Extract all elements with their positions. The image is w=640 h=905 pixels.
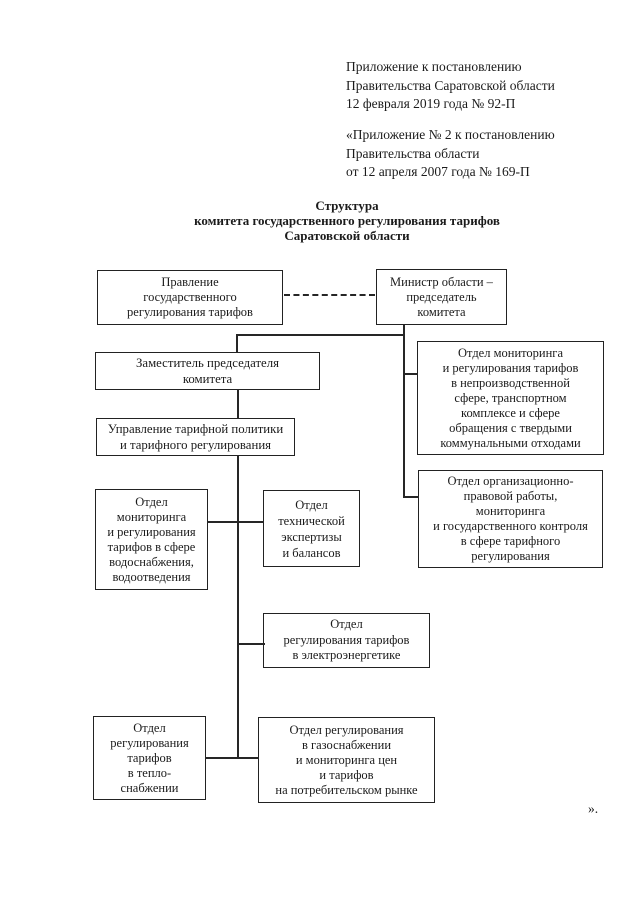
org-node-tech-expertise-dept: Отдел технической экспертизы и балансов bbox=[263, 490, 360, 567]
connector-right-trunk bbox=[403, 325, 405, 498]
chart-title: Структура комитета государственного регу… bbox=[194, 198, 500, 243]
org-node-electric-dept: Отдел регулирования тарифов в электроэне… bbox=[263, 613, 430, 668]
org-node-org-legal-dept: Отдел организационно- правовой работы, м… bbox=[418, 470, 603, 568]
connector-deputy-to-mgmt bbox=[237, 389, 239, 419]
connector-minister-to-deputy-h bbox=[236, 334, 405, 336]
connector-left-trunk bbox=[237, 455, 239, 759]
org-node-minister-chairman: Министр области – председатель комитета bbox=[376, 269, 507, 325]
connector-to-org-legal-dept bbox=[403, 496, 419, 498]
connector-heat-gas-branch bbox=[205, 757, 259, 759]
connector-electric-branch bbox=[238, 643, 265, 645]
org-node-nonproduction-dept: Отдел мониторинга и регулирования тарифо… bbox=[417, 341, 604, 455]
org-node-heat-dept: Отдел регулирования тарифов в тепло- сна… bbox=[93, 716, 206, 800]
connector-minister-to-deputy-v bbox=[236, 334, 238, 353]
connector-water-tech-branch bbox=[207, 521, 264, 523]
org-node-tariff-policy-mgmt: Управление тарифной политики и тарифного… bbox=[96, 418, 295, 456]
org-node-board: Правление государственного регулирования… bbox=[97, 270, 283, 325]
closing-quote: ». bbox=[588, 801, 599, 816]
org-node-gas-dept: Отдел регулирования в газоснабжении и мо… bbox=[258, 717, 435, 803]
appendix-reference-original: «Приложение № 2 к постановлению Правител… bbox=[346, 127, 555, 179]
org-node-deputy-chairman: Заместитель председателя комитета bbox=[95, 352, 320, 390]
org-node-water-dept: Отдел мониторинга и регулирования тарифо… bbox=[95, 489, 208, 590]
connector-dashed-board-minister bbox=[284, 294, 375, 296]
appendix-reference-current: Приложение к постановлению Правительства… bbox=[346, 59, 555, 111]
connector-to-nonproduction-dept bbox=[403, 373, 418, 375]
